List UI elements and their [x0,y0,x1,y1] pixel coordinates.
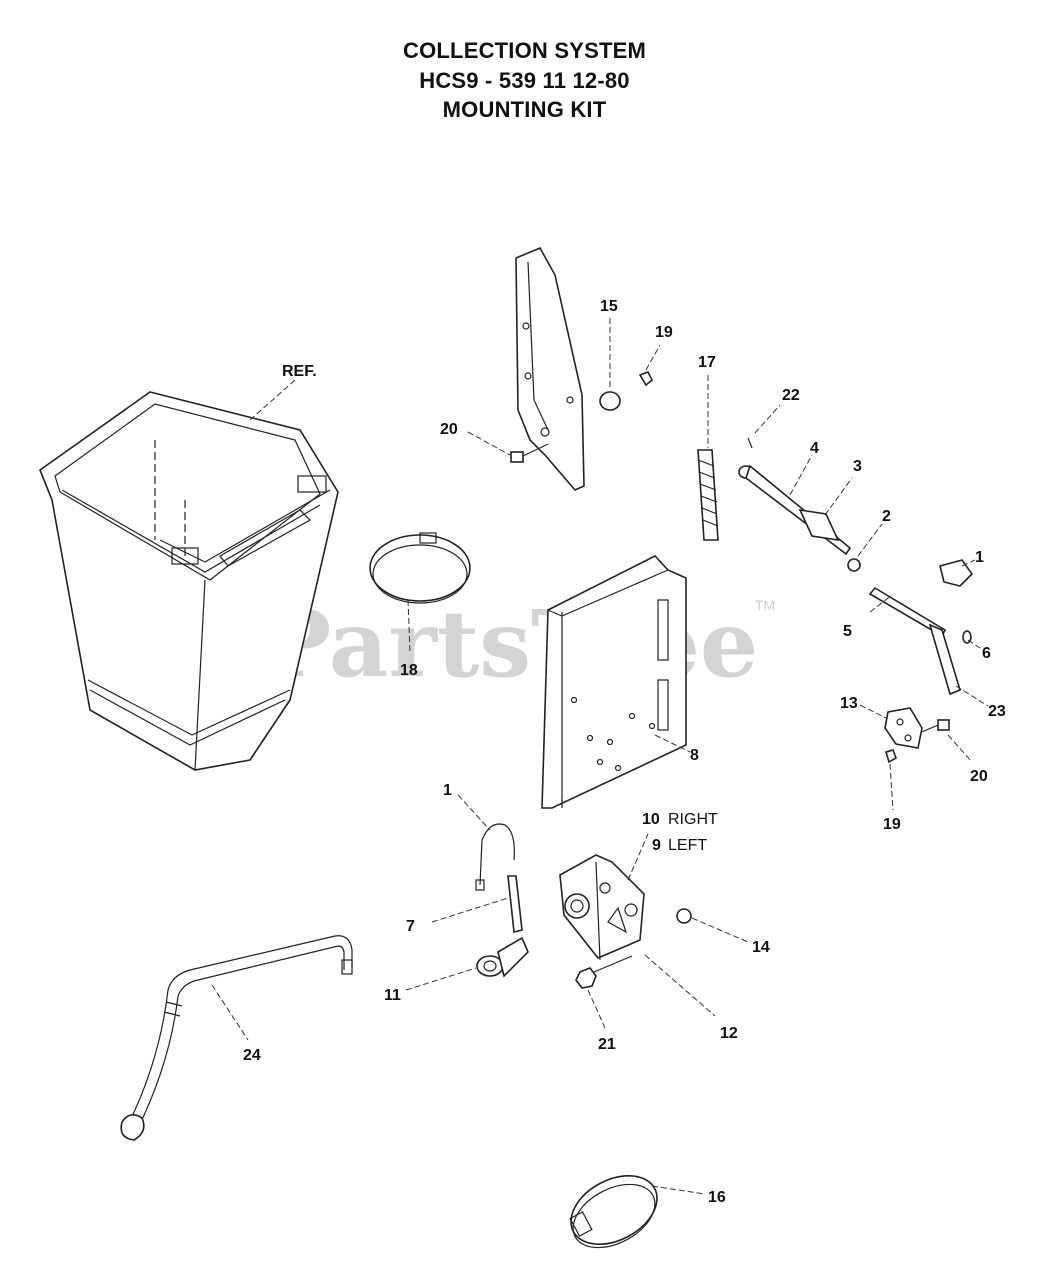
callout-10-label: RIGHT [668,811,718,828]
part-16-hose-clamp [569,1175,658,1249]
part-1-wire-pin [475,823,515,891]
title-line-1: COLLECTION SYSTEM [403,38,646,63]
callout-22: 22 [782,387,800,404]
part-15-washer [599,391,621,411]
callout-19a: 19 [655,324,673,341]
part-2-washer [847,558,861,572]
callout-14: 14 [752,939,770,956]
title-line-2: HCS9 - 539 11 12-80 [419,68,630,93]
callout-5: 5 [843,623,852,640]
callout-4: 4 [810,440,819,457]
part-8-mounting-plate [541,555,687,809]
callout-15: 15 [600,298,618,315]
part-19-nut-b [885,749,897,764]
part-7-pin [507,875,523,933]
callout-1a: 1 [975,549,984,566]
title-line-3: MOUNTING KIT [442,97,607,122]
callout-17: 17 [698,354,716,371]
part-6-pin [962,630,972,644]
callout-18: 18 [400,662,418,679]
part-24-tube [120,935,353,1141]
part-22-pin [747,437,753,449]
watermark-tm: TM [755,597,775,613]
leader-ref [249,379,296,421]
callout-16: 16 [708,1189,726,1206]
callout-1b: 1 [443,782,452,799]
callout-24: 24 [243,1047,261,1064]
part-13-plate [884,707,923,749]
collection-bag [39,391,339,771]
callout-21: 21 [598,1036,616,1053]
part-21-bolt [575,955,633,989]
part-18-clamp [369,532,471,604]
callout-12: 12 [720,1025,738,1042]
part-19-nut [638,370,653,387]
callout-3: 3 [853,458,862,475]
callout-2: 2 [882,508,891,525]
callout-7: 7 [406,918,415,935]
callout-ref: REF. [282,363,317,380]
part-5-lever [868,586,961,696]
part-11-bushing [476,936,529,978]
part-14-spacer [676,908,692,924]
callout-19b: 19 [883,816,901,833]
part-20-bolt-b [921,719,950,733]
callout-13: 13 [840,695,858,712]
callout-20b: 20 [970,768,988,785]
callout-11: 11 [384,987,401,1004]
part-10-9-side-bracket [559,854,645,961]
callout-10: 10 [642,811,660,828]
part-1-handle [939,559,974,587]
callout-6: 6 [982,645,991,662]
callout-9-label: LEFT [668,837,707,854]
part-4-rod [738,464,852,556]
callout-23: 23 [988,703,1006,720]
part-20-bolt [510,443,549,463]
callout-9: 9 [652,837,661,854]
part-15-bracket [515,246,585,491]
part-3-sleeve [798,508,840,542]
part-17-spring [697,449,719,541]
callout-20a: 20 [440,421,458,438]
callout-8: 8 [690,747,699,764]
